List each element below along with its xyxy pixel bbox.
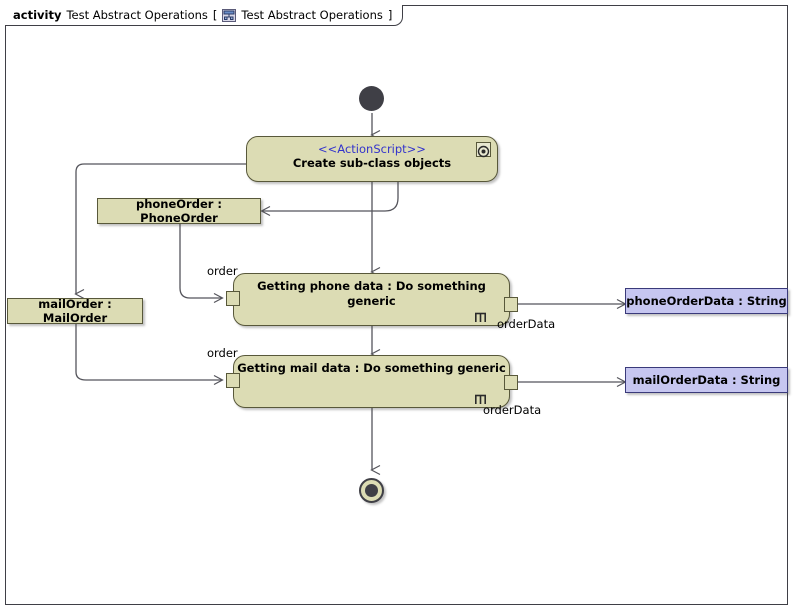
data-node-phone-order-data-label: phoneOrderData : String: [626, 294, 787, 308]
action-getting-phone-data-label: Getting phone data : Do something generi…: [257, 279, 486, 308]
frame-header: activity Test Abstract Operations [ Test…: [5, 5, 404, 26]
object-node-mail-order-label: mailOrder : MailOrder: [38, 297, 112, 325]
script-gear-icon[interactable]: [476, 142, 491, 158]
data-node-mail-order-data[interactable]: mailOrderData : String: [625, 367, 788, 393]
pin-label-phone-order-data: orderData: [497, 317, 556, 331]
object-node-phone-order-label: phoneOrder : PhoneOrder: [135, 197, 223, 225]
frame-keyword: activity: [13, 8, 62, 22]
action-getting-mail-data[interactable]: Getting mail data : Do something generic: [233, 355, 510, 408]
data-node-mail-order-data-label: mailOrderData : String: [632, 373, 781, 387]
action-label: Create sub-class objects: [292, 156, 452, 170]
output-pin-mail-order-data[interactable]: [504, 375, 518, 390]
action-stereotype: <<ActionScript>>: [318, 142, 426, 156]
activity-final-node-core: [365, 484, 378, 497]
data-node-phone-order-data[interactable]: phoneOrderData : String: [625, 288, 788, 314]
object-node-mail-order[interactable]: mailOrder : MailOrder: [7, 297, 143, 325]
activity-final-node[interactable]: [359, 478, 384, 503]
frame-title: Test Abstract Operations: [66, 8, 208, 22]
input-pin-mail-order[interactable]: [226, 373, 240, 388]
initial-node[interactable]: [359, 86, 384, 111]
pin-label-mail-order: order: [207, 346, 238, 360]
frame-diagram-name: Test Abstract Operations: [241, 8, 383, 22]
input-pin-phone-order[interactable]: [226, 291, 240, 306]
action-create-sub-class-objects[interactable]: <<ActionScript>> Create sub-class object…: [246, 136, 498, 182]
activity-diagram-icon: [222, 8, 237, 22]
pin-label-phone-order: order: [207, 264, 238, 278]
frame-bracket-close: ]: [387, 8, 393, 22]
action-getting-mail-data-label: Getting mail data : Do something generic: [237, 361, 506, 375]
action-getting-phone-data[interactable]: Getting phone data : Do something generi…: [233, 273, 510, 326]
pin-label-mail-order-data: orderData: [483, 403, 542, 417]
rake-icon: [474, 390, 487, 404]
rake-icon: [474, 308, 487, 322]
output-pin-phone-order-data[interactable]: [504, 297, 518, 312]
object-node-phone-order[interactable]: phoneOrder : PhoneOrder: [97, 197, 261, 225]
frame-bracket-open: [: [212, 8, 218, 22]
